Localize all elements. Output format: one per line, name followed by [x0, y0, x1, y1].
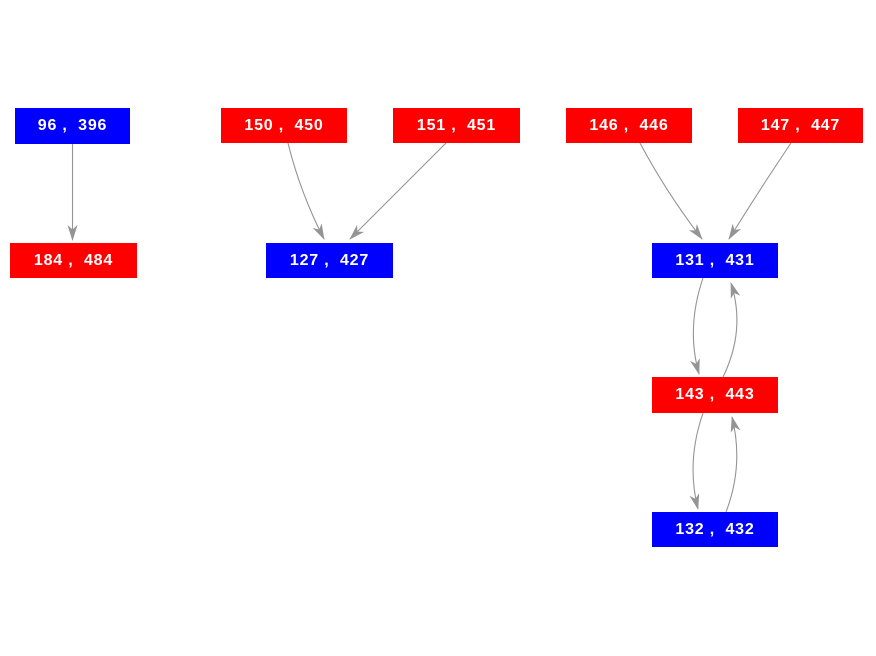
graph-node-132-432: 132 , 432: [652, 512, 778, 547]
node-label: 150 , 450: [244, 116, 324, 134]
edge-132-432-to-143-443: [725, 416, 741, 513]
node-label: 143 , 443: [675, 386, 755, 403]
graph-node-131-431: 131 , 431: [652, 243, 778, 278]
graph-node-150-450: 150 , 450: [221, 108, 347, 143]
edge-146-446-to-131-431: [639, 142, 703, 240]
edge-143-443-to-131-431: [722, 282, 741, 378]
graph-node-127-427: 127 , 427: [266, 243, 393, 278]
node-label: 96 , 396: [37, 117, 108, 134]
graph-node-96-396: 96 , 396: [15, 108, 130, 144]
node-label: 151 , 451: [416, 116, 497, 134]
edge-131-431-to-143-443: [690, 277, 704, 375]
node-label: 127 , 427: [289, 251, 370, 269]
node-label: 132 , 432: [675, 520, 755, 538]
node-label: 184 , 484: [33, 251, 114, 269]
graph-node-146-446: 146 , 446: [566, 108, 692, 143]
edge-147-447-to-131-431: [728, 142, 792, 240]
edge-150-450-to-127-427: [287, 142, 325, 240]
graph-node-151-451: 151 , 451: [393, 108, 520, 143]
node-label: 131 , 431: [675, 251, 755, 269]
edge-143-443-to-132-432: [689, 412, 704, 510]
node-label: 147 , 447: [760, 116, 841, 134]
graph-node-143-443: 143 , 443: [652, 377, 778, 413]
graph-node-184-484: 184 , 484: [10, 243, 137, 278]
edge-151-451-to-127-427: [349, 142, 447, 240]
node-label: 146 , 446: [589, 116, 669, 134]
graph-node-147-447: 147 , 447: [738, 108, 863, 143]
